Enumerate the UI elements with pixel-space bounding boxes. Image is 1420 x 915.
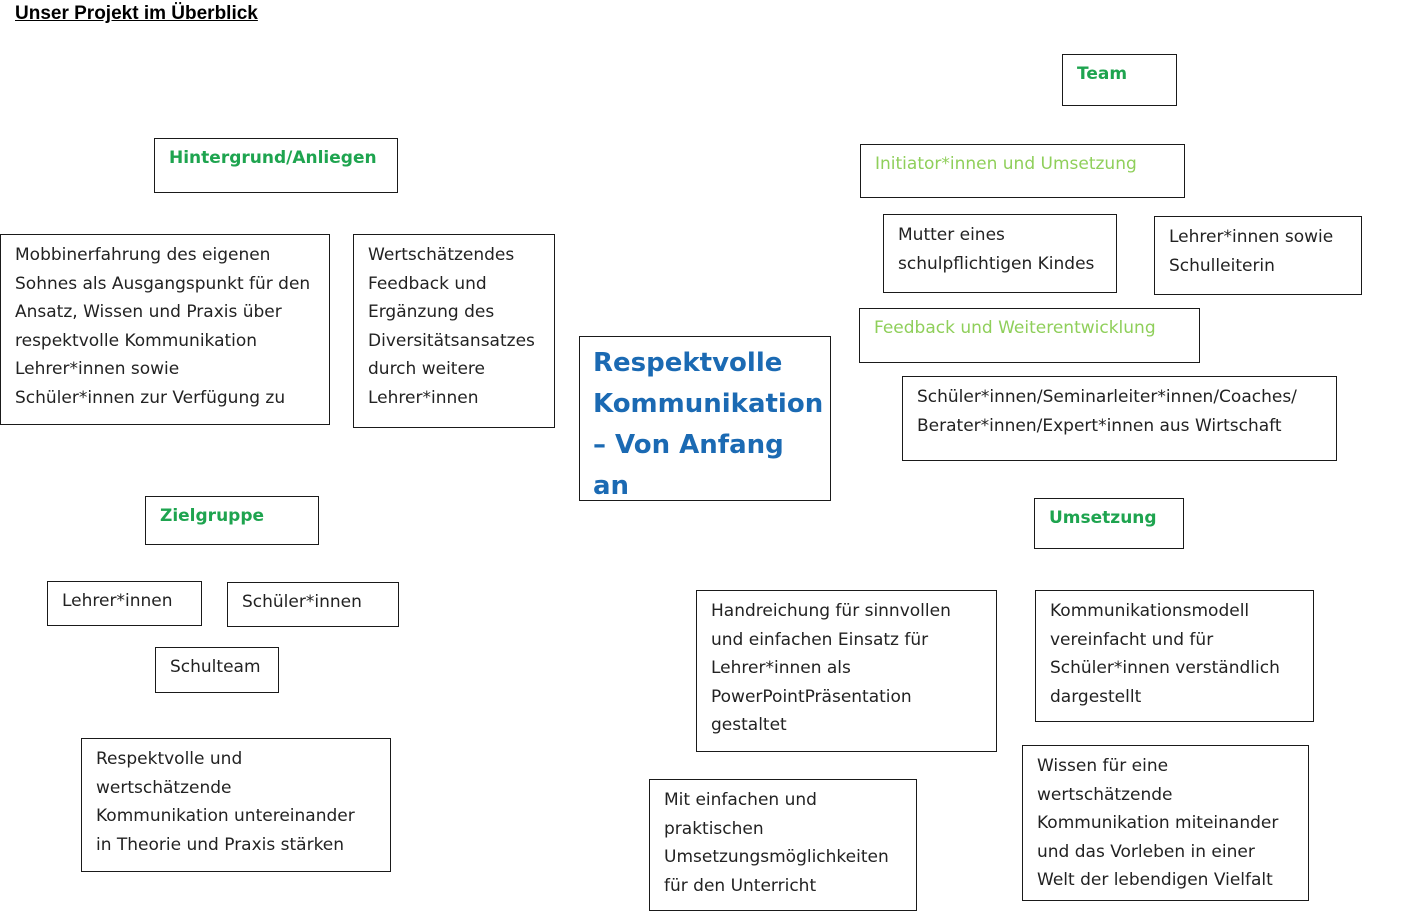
box-umsetzung-modell: Kommunikationsmodell vereinfacht und für… — [1035, 590, 1314, 722]
heading-initiatoren: Initiator*innen und Umsetzung — [860, 144, 1185, 198]
heading-team: Team — [1062, 54, 1177, 106]
umsetzung-wissen-text: Wissen für eine wertschätzende Kommunika… — [1037, 756, 1279, 890]
heading-hintergrund-label: Hintergrund/Anliegen — [169, 148, 377, 168]
umsetzung-handreichung-text: Handreichung für sinnvollen und einfache… — [711, 601, 951, 735]
zielgruppe-item-schulteam: Schulteam — [170, 657, 261, 677]
box-hintergrund-left-text: Mobbinerfahrung des eigenen Sohnes als A… — [15, 245, 311, 408]
umsetzung-modell-text: Kommunikationsmodell vereinfacht und für… — [1050, 601, 1280, 707]
box-initiator-mutter: Mutter eines schulpflichtigen Kindes — [883, 214, 1117, 293]
box-umsetzung-handreichung: Handreichung für sinnvollen und einfache… — [696, 590, 997, 752]
heading-zielgruppe: Zielgruppe — [145, 496, 319, 545]
heading-hintergrund: Hintergrund/Anliegen — [154, 138, 398, 193]
heading-umsetzung: Umsetzung — [1034, 498, 1184, 549]
heading-zielgruppe-label: Zielgruppe — [160, 506, 265, 526]
box-hintergrund-left: Mobbinerfahrung des eigenen Sohnes als A… — [0, 234, 330, 425]
center-title-text: Respektvolle Kommunikation – Von Anfang … — [593, 348, 824, 501]
page-title: Unser Projekt im Überblick — [15, 3, 258, 24]
initiator-lehrer-text: Lehrer*innen sowie Schulleiterin — [1169, 227, 1334, 276]
zielgruppe-item-schueler: Schüler*innen — [242, 592, 362, 612]
box-zielgruppe-schulteam: Schulteam — [155, 647, 279, 693]
box-hintergrund-right-text: Wertschätzendes Feedback und Ergänzung d… — [368, 245, 535, 408]
center-title-box: Respektvolle Kommunikation – Von Anfang … — [579, 336, 831, 501]
feedback-text: Schüler*innen/Seminarleiter*innen/Coache… — [917, 387, 1297, 436]
heading-team-label: Team — [1077, 64, 1128, 84]
box-zielgruppe-goal: Respektvolle und wertschätzende Kommunik… — [81, 738, 391, 872]
heading-umsetzung-label: Umsetzung — [1049, 508, 1157, 528]
box-zielgruppe-schueler: Schüler*innen — [227, 582, 399, 627]
umsetzung-praxis-text: Mit einfachen und praktischen Umsetzungs… — [664, 790, 889, 896]
zielgruppe-item-lehrer: Lehrer*innen — [62, 591, 173, 611]
box-umsetzung-wissen: Wissen für eine wertschätzende Kommunika… — [1022, 745, 1309, 901]
box-feedback-text: Schüler*innen/Seminarleiter*innen/Coache… — [902, 376, 1337, 461]
heading-feedback: Feedback und Weiterentwicklung — [859, 308, 1200, 363]
heading-feedback-label: Feedback und Weiterentwicklung — [874, 318, 1156, 338]
box-umsetzung-praxis: Mit einfachen und praktischen Umsetzungs… — [649, 779, 917, 911]
zielgruppe-goal-text: Respektvolle und wertschätzende Kommunik… — [96, 749, 355, 855]
box-zielgruppe-lehrer: Lehrer*innen — [47, 581, 202, 626]
box-hintergrund-right: Wertschätzendes Feedback und Ergänzung d… — [353, 234, 555, 428]
initiator-mutter-text: Mutter eines schulpflichtigen Kindes — [898, 225, 1095, 274]
heading-initiatoren-label: Initiator*innen und Umsetzung — [875, 154, 1137, 174]
box-initiator-lehrer: Lehrer*innen sowie Schulleiterin — [1154, 216, 1362, 295]
